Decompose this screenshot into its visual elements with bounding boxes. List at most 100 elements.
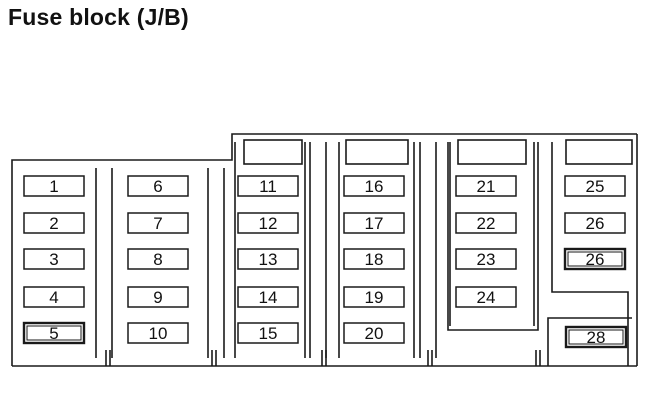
fuse-slot-outline [23, 175, 85, 197]
channel-column-6 [551, 142, 629, 366]
fuse-slot-5: 5 [22, 321, 86, 345]
fuse-slot-1: 1 [23, 175, 85, 197]
fuse-label: 22 [477, 214, 496, 233]
fuse-slot-22: 22 [455, 212, 517, 234]
fuse-slot-outline [23, 212, 85, 234]
fuse-slot-14: 14 [237, 286, 299, 308]
fuse-slot-outline [237, 322, 299, 344]
fuse-slot-outline [455, 175, 517, 197]
fuse-slot-outline [563, 247, 627, 271]
housing-left-section [11, 133, 637, 366]
fuse-slot-outline [237, 175, 299, 197]
fuse-slot-outline [127, 212, 189, 234]
fuse-label: 13 [259, 250, 278, 269]
fuse-slot-13: 13 [237, 248, 299, 270]
fuse-slot-outline [564, 212, 626, 234]
fuse-label: 10 [149, 324, 168, 343]
fuse-slot-outline [23, 248, 85, 270]
fuse-slot-15: 15 [237, 322, 299, 344]
fuse-slot-21: 21 [455, 175, 517, 197]
fuse-slot-outline [237, 212, 299, 234]
fuse-label: 4 [49, 288, 58, 307]
terminal-legs [105, 350, 541, 366]
fuse-label: 9 [153, 288, 162, 307]
fuse-slot-outline [343, 286, 405, 308]
clip-column-4 [338, 142, 415, 358]
fuse-slot-7: 7 [127, 212, 189, 234]
fuse-label: 1 [49, 177, 58, 196]
fuse-slot-outline [127, 286, 189, 308]
fuse-label: 17 [365, 214, 384, 233]
fuse-label: 16 [365, 177, 384, 196]
relay-block-2 [345, 139, 409, 165]
fuse-label: 24 [477, 288, 496, 307]
fuse-slot-outline [22, 321, 86, 345]
fuse-slot-inner-outline [567, 251, 623, 267]
fuse-slot-outline [237, 248, 299, 270]
fuse-slot-26: 26 [564, 212, 626, 234]
relay-block-3 [457, 139, 527, 165]
relay-block-1 [243, 139, 303, 165]
fuse-slot-25: 25 [564, 175, 626, 197]
fuse-slot-10: 10 [127, 322, 189, 344]
fuse-slot-17: 17 [343, 212, 405, 234]
fuse-label: 8 [153, 250, 162, 269]
fuse-label: 20 [365, 324, 384, 343]
fuse-slot-3: 3 [23, 248, 85, 270]
bay-fuse-28 [547, 317, 632, 366]
fuse-label: 3 [49, 250, 58, 269]
fuse-label: 12 [259, 214, 278, 233]
fuse-label: 28 [587, 328, 606, 347]
fuse-slot-23: 23 [455, 248, 517, 270]
fuse-slot-inner-outline [568, 329, 624, 345]
fuse-label: 11 [259, 177, 277, 196]
relay-block-4 [565, 139, 633, 165]
fuse-label: 25 [586, 177, 605, 196]
separator-4 [419, 142, 437, 358]
fuse-slot-20: 20 [343, 322, 405, 344]
fuse-label: 18 [365, 250, 384, 269]
fuse-label: 21 [477, 177, 496, 196]
fuse-slot-outline [127, 322, 189, 344]
separator-1 [95, 168, 113, 358]
fuse-label: 15 [259, 324, 278, 343]
fuse-label: 5 [49, 324, 58, 343]
fuse-slot-2: 2 [23, 212, 85, 234]
fuse-label: 2 [49, 214, 58, 233]
fuse-slot-26: 26 [563, 247, 627, 271]
fuse-slot-outline [343, 175, 405, 197]
fuse-label: 19 [365, 288, 384, 307]
fuse-slot-24: 24 [455, 286, 517, 308]
fuse-slot-8: 8 [127, 248, 189, 270]
fuse-slot-6: 6 [127, 175, 189, 197]
clip-column-5 [449, 142, 535, 326]
separator-3 [309, 142, 327, 358]
fuse-slot-28: 28 [564, 325, 628, 349]
fuse-slot-outline [343, 322, 405, 344]
fuse-slot-18: 18 [343, 248, 405, 270]
fuse-slot-9: 9 [127, 286, 189, 308]
fuse-slot-16: 16 [343, 175, 405, 197]
fuse-slots: 1234567891011121314151617181920212223242… [22, 175, 628, 349]
fuse-slot-inner-outline [26, 325, 82, 341]
fuse-slot-outline [455, 212, 517, 234]
fuse-slot-outline [455, 248, 517, 270]
fuse-slot-12: 12 [237, 212, 299, 234]
fuse-label: 26 [586, 214, 605, 233]
fuse-slot-4: 4 [23, 286, 85, 308]
fuse-slot-19: 19 [343, 286, 405, 308]
fuse-slot-outline [455, 286, 517, 308]
fuse-slot-outline [564, 175, 626, 197]
fuse-slot-outline [237, 286, 299, 308]
fuse-slot-11: 11 [237, 175, 299, 197]
channel-column-5 [447, 142, 539, 331]
separator-2 [207, 168, 225, 358]
fuse-slot-outline [127, 248, 189, 270]
fuse-block-outline [11, 133, 638, 367]
fuse-label: 23 [477, 250, 496, 269]
fuse-slot-outline [564, 325, 628, 349]
diagram-title: Fuse block (J/B) [8, 4, 189, 30]
fuse-label: 6 [153, 177, 162, 196]
fuse-slot-outline [23, 286, 85, 308]
